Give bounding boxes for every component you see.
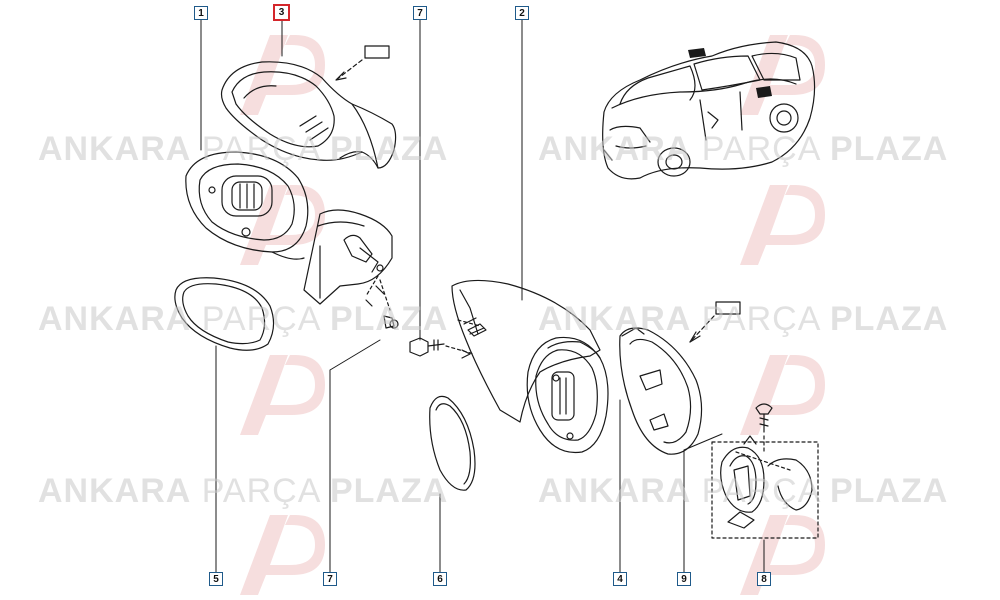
watermark-logo bbox=[240, 515, 325, 595]
arrow-head bbox=[335, 71, 347, 81]
watermark-word-2: PARÇA bbox=[201, 300, 320, 338]
part-1-base-bracket bbox=[303, 209, 393, 305]
watermark-word-3: PLAZA bbox=[829, 472, 949, 510]
watermark-word-3: PLAZA bbox=[829, 130, 949, 168]
callout-9[interactable]: 9 bbox=[677, 572, 691, 586]
part-8-indicator-kit bbox=[711, 435, 819, 539]
screws-set-7a bbox=[365, 275, 399, 329]
watermark-logo bbox=[740, 515, 825, 595]
watermark-word-2: PARÇA bbox=[701, 300, 820, 338]
watermark-word-3: PLAZA bbox=[329, 300, 449, 338]
leader-lines bbox=[200, 19, 765, 573]
part-5-mirror-glass bbox=[174, 277, 275, 351]
watermark-word-3: PLAZA bbox=[329, 130, 449, 168]
watermark-text: ANKARA PARÇA PLAZA bbox=[38, 472, 448, 511]
watermark-word-3: PLAZA bbox=[829, 300, 949, 338]
watermark-word-2: PARÇA bbox=[201, 472, 320, 510]
callout-2[interactable]: 2 bbox=[515, 6, 529, 20]
part-1-mirror-housing bbox=[185, 151, 309, 260]
part-2-mirror-head bbox=[526, 336, 609, 454]
callout-1[interactable]: 1 bbox=[194, 6, 208, 20]
callout-7-top[interactable]: 7 bbox=[413, 6, 427, 20]
part-7-screw bbox=[409, 337, 445, 357]
watermark-word-1: ANKARA bbox=[38, 130, 192, 168]
part-2-mount-plate bbox=[445, 279, 601, 423]
leader-dashed bbox=[335, 59, 363, 81]
part-9-screw bbox=[755, 403, 773, 453]
watermark-logo bbox=[240, 35, 325, 115]
watermark-text: ANKARA PARÇA PLAZA bbox=[38, 300, 448, 339]
callout-8[interactable]: 8 bbox=[757, 572, 771, 586]
part-3-mirror-cover bbox=[220, 61, 397, 169]
car-mirror-markers bbox=[688, 48, 772, 98]
callout-3-highlighted[interactable]: 3 bbox=[273, 4, 290, 21]
watermark-word-1: ANKARA bbox=[38, 300, 192, 338]
watermark-word-2: PARÇA bbox=[701, 130, 820, 168]
callout-7-bottom[interactable]: 7 bbox=[323, 572, 337, 586]
watermark-text: ANKARA PARÇA PLAZA bbox=[38, 130, 448, 169]
clip-symbol bbox=[364, 45, 390, 59]
watermark-logo bbox=[240, 185, 325, 265]
watermark-word-1: ANKARA bbox=[538, 472, 692, 510]
part-4-outer-cap bbox=[619, 327, 703, 455]
car-illustration bbox=[602, 41, 816, 180]
watermark-word-1: ANKARA bbox=[538, 130, 692, 168]
watermark-text: ANKARA PARÇA PLAZA bbox=[538, 472, 948, 511]
watermark-word-2: PARÇA bbox=[201, 130, 320, 168]
watermark-word-1: ANKARA bbox=[38, 472, 192, 510]
watermark-word-2: PARÇA bbox=[701, 472, 820, 510]
callout-4[interactable]: 4 bbox=[613, 572, 627, 586]
watermark-word-1: ANKARA bbox=[538, 300, 692, 338]
part-6-glass bbox=[429, 395, 476, 491]
watermark-logo bbox=[240, 355, 325, 435]
watermark-logo bbox=[740, 185, 825, 265]
clip-symbol bbox=[715, 301, 741, 315]
watermark-logo bbox=[740, 355, 825, 435]
leader-dashed bbox=[689, 315, 715, 343]
watermark-logo bbox=[740, 35, 825, 115]
callout-6[interactable]: 6 bbox=[433, 572, 447, 586]
watermark-text: ANKARA PARÇA PLAZA bbox=[538, 130, 948, 169]
arrow-head bbox=[689, 331, 701, 343]
watermark-text: ANKARA PARÇA PLAZA bbox=[538, 300, 948, 339]
watermark-word-3: PLAZA bbox=[329, 472, 449, 510]
callout-5[interactable]: 5 bbox=[209, 572, 223, 586]
